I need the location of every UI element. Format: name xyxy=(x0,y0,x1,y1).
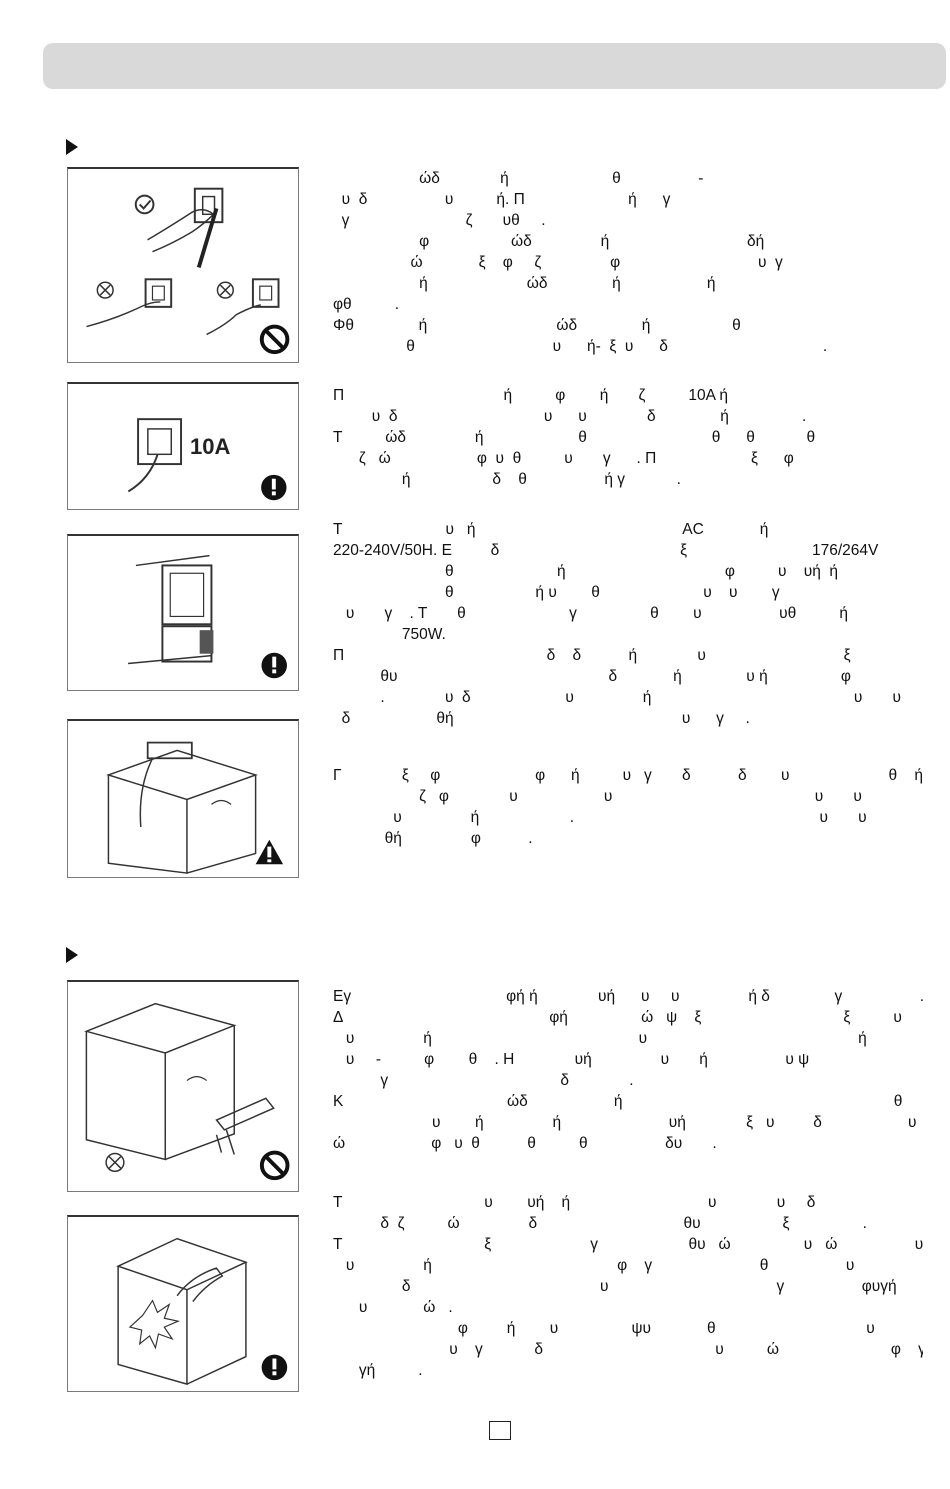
text-line: ώδ ή θ - xyxy=(333,170,704,187)
section-2-block-2: Τ υ υή ή υ υ δ δ ζ ώ δ θυ xyxy=(333,1192,923,1381)
outlet-drawing xyxy=(128,554,287,679)
illustration-plug-handling xyxy=(67,167,299,363)
fridge-impact-drawing xyxy=(116,1237,288,1386)
text-line: δ ζ ώ δ θυ ξ . xyxy=(333,1215,867,1232)
text-line: 750W. xyxy=(333,626,446,643)
section-marker-arrow xyxy=(66,947,78,963)
fridge-cord-drawing xyxy=(106,741,284,874)
header-banner xyxy=(43,43,946,89)
text-line: υ ώ . xyxy=(333,1299,453,1316)
illustration-dedicated-outlet xyxy=(67,534,299,691)
text-line: 220-240V/50H. Ε δ ξ 176/264V xyxy=(333,542,879,559)
text-line: ώ φ υ θ θ θ δυ . xyxy=(333,1135,717,1152)
text-line: Φθ ή ώδ ή θ xyxy=(333,317,741,334)
text-line: φθ . xyxy=(333,296,400,313)
section-1-block-2: Π ή φ ή ζ 10A ή υ δ υ υ δ ή . Τ xyxy=(333,385,923,490)
text-line: θή φ . xyxy=(333,830,533,847)
text-line: θυ δ ή υ ή φ xyxy=(333,668,851,685)
section-1-block-1: ώδ ή θ - υ δ υ ή. Π ή γ γ ζ υθ . xyxy=(333,168,923,357)
socket-rating-label: 10A xyxy=(190,434,231,459)
text-line: Τ υ ή AC ή xyxy=(333,521,769,538)
text-line: υ ή . υ υ xyxy=(333,809,867,826)
text-line: Τ ξ γ θυ ώ υ ώ υ xyxy=(333,1236,923,1253)
illustration-do-not-pull-cord xyxy=(67,980,299,1192)
section-2-block-1: Εγ φή ή υή υ υ ή δ γ . Δ φή ώ xyxy=(333,986,923,1154)
text-line: ζ ώ φ υ θ υ γ . Π ξ φ xyxy=(333,450,794,467)
text-line: υ γ δ υ ώ φ γ υ - xyxy=(449,1341,923,1358)
text-line: δ υ γ φυγή θ ώ xyxy=(333,1278,923,1295)
text-line: θ υ ή- ξ υ δ . xyxy=(333,338,828,355)
text-line: Π ή φ ή ζ 10A ή xyxy=(333,387,729,404)
text-line: υ ή υ ή xyxy=(333,1030,867,1047)
text-line: φ ή υ ψυ θ υ ή xyxy=(333,1320,923,1337)
section-1-block-4: Γ ξ φ φ ή υ γ δ δ υ θ ή ζ φ υ υ xyxy=(333,765,923,849)
text-line: ώ ξ φ ζ φ υ γ xyxy=(333,254,783,271)
text-line: Τ υ υή ή υ υ δ xyxy=(333,1194,816,1211)
plug-handling-drawing xyxy=(86,187,290,355)
text-line: θ ή φ υ υή ή xyxy=(333,563,839,580)
page-number-box xyxy=(489,1421,511,1440)
text-line: γ ζ υθ . xyxy=(333,212,546,229)
illustration-fridge-impact xyxy=(67,1215,299,1392)
text-line: Εγ φή ή υή υ υ ή δ γ . xyxy=(333,988,923,1005)
text-line: υ - φ θ . Η υή υ ή υ ψ xyxy=(333,1051,810,1068)
text-line: θ ή υ θ υ υ γ xyxy=(333,584,780,601)
text-line: γ δ . xyxy=(333,1072,634,1089)
text-line: ή ώδ ή ή xyxy=(333,275,716,292)
text-line: Γ ξ φ φ ή υ γ δ δ υ θ ή xyxy=(333,767,923,784)
section-marker-arrow xyxy=(66,139,78,155)
text-line: Δ φή ώ ψ ξ ξ υ xyxy=(333,1009,902,1026)
text-line: υ ή ή υή ξ υ δ υ δ xyxy=(333,1114,923,1131)
text-line: υ δ υ υ δ ή . xyxy=(333,408,807,425)
pull-cord-drawing xyxy=(84,1002,290,1181)
text-line: υ δ υ ή. Π ή γ xyxy=(333,191,671,208)
text-line: ή δ θ ή γ . xyxy=(333,471,681,488)
illustration-cord-on-fridge xyxy=(67,719,299,878)
text-line: . υ δ υ ή υ υ xyxy=(333,689,901,706)
text-line: Π δ δ ή υ ξ xyxy=(333,647,851,664)
section-1-block-3: Τ υ ή AC ή 220-240V/50H. Ε δ ξ 176/26 xyxy=(333,519,923,729)
text-line: Τ ώδ ή θ θ θ θ xyxy=(333,429,816,446)
text-line: υ γ . Τ θ γ θ υ υθ ή xyxy=(333,605,848,622)
illustration-socket-10a: 10A xyxy=(67,382,299,510)
text-line: ζ φ υ υ υ υ xyxy=(333,788,862,805)
text-line: υ ή φ γ θ υ xyxy=(333,1257,855,1274)
text-line: γή . xyxy=(333,1362,423,1379)
text-line: Κ ώδ ή θ xyxy=(333,1093,903,1110)
text-line: φ ώδ ή δή xyxy=(333,233,765,250)
socket-drawing xyxy=(127,418,287,501)
text-line: δ θή υ γ . xyxy=(333,710,750,727)
